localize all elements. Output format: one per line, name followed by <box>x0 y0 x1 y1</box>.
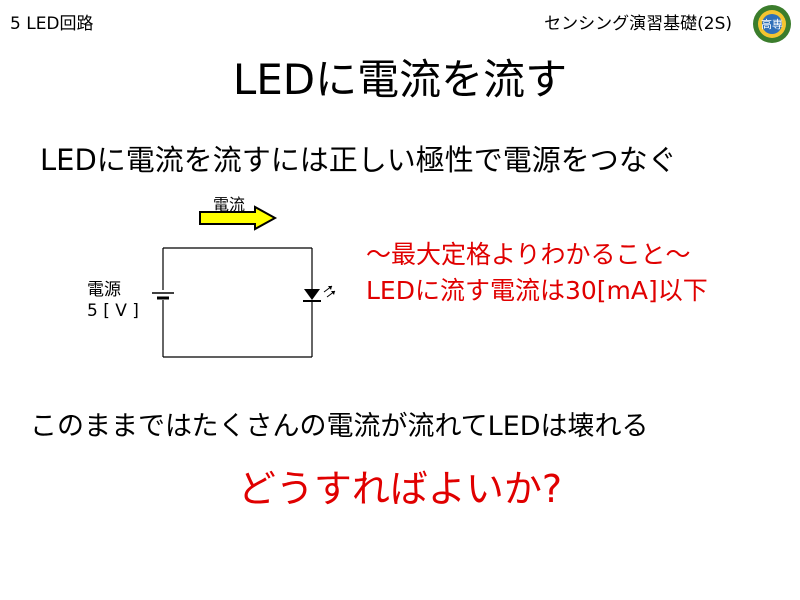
current-arrow-icon <box>199 205 278 231</box>
battery-icon <box>152 292 174 300</box>
slide-title: LEDに電流を流す <box>232 55 568 104</box>
section-label: 5 LED回路 <box>10 14 94 34</box>
power-source-label: 電源 5 [ V ] <box>87 280 139 322</box>
emblem-text: 高専 <box>761 17 783 31</box>
power-source-voltage: 5 [ V ] <box>87 301 139 321</box>
rating-note: ～最大定格よりわかること～ LEDに流す電流は30[mA]以下 <box>366 237 708 309</box>
circuit-wires <box>162 247 313 358</box>
question-text: どうすればよいか? <box>237 467 563 511</box>
course-title: センシング演習基礎(2S) <box>544 14 732 34</box>
current-label: 電流 <box>213 195 246 214</box>
school-emblem-icon: 高専 <box>753 5 791 43</box>
warning-text: このままではたくさんの電流が流れてLEDは壊れる <box>30 411 649 442</box>
circuit-diagram <box>152 205 336 358</box>
led-icon <box>303 285 336 302</box>
power-source-name: 電源 <box>87 280 121 300</box>
slide-subtitle: LEDに電流を流すには正しい極性で電源をつなぐ <box>40 143 677 177</box>
rating-note-text: LEDに流す電流は30[mA]以下 <box>366 276 708 305</box>
rating-note-heading: ～最大定格よりわかること～ <box>366 240 691 269</box>
